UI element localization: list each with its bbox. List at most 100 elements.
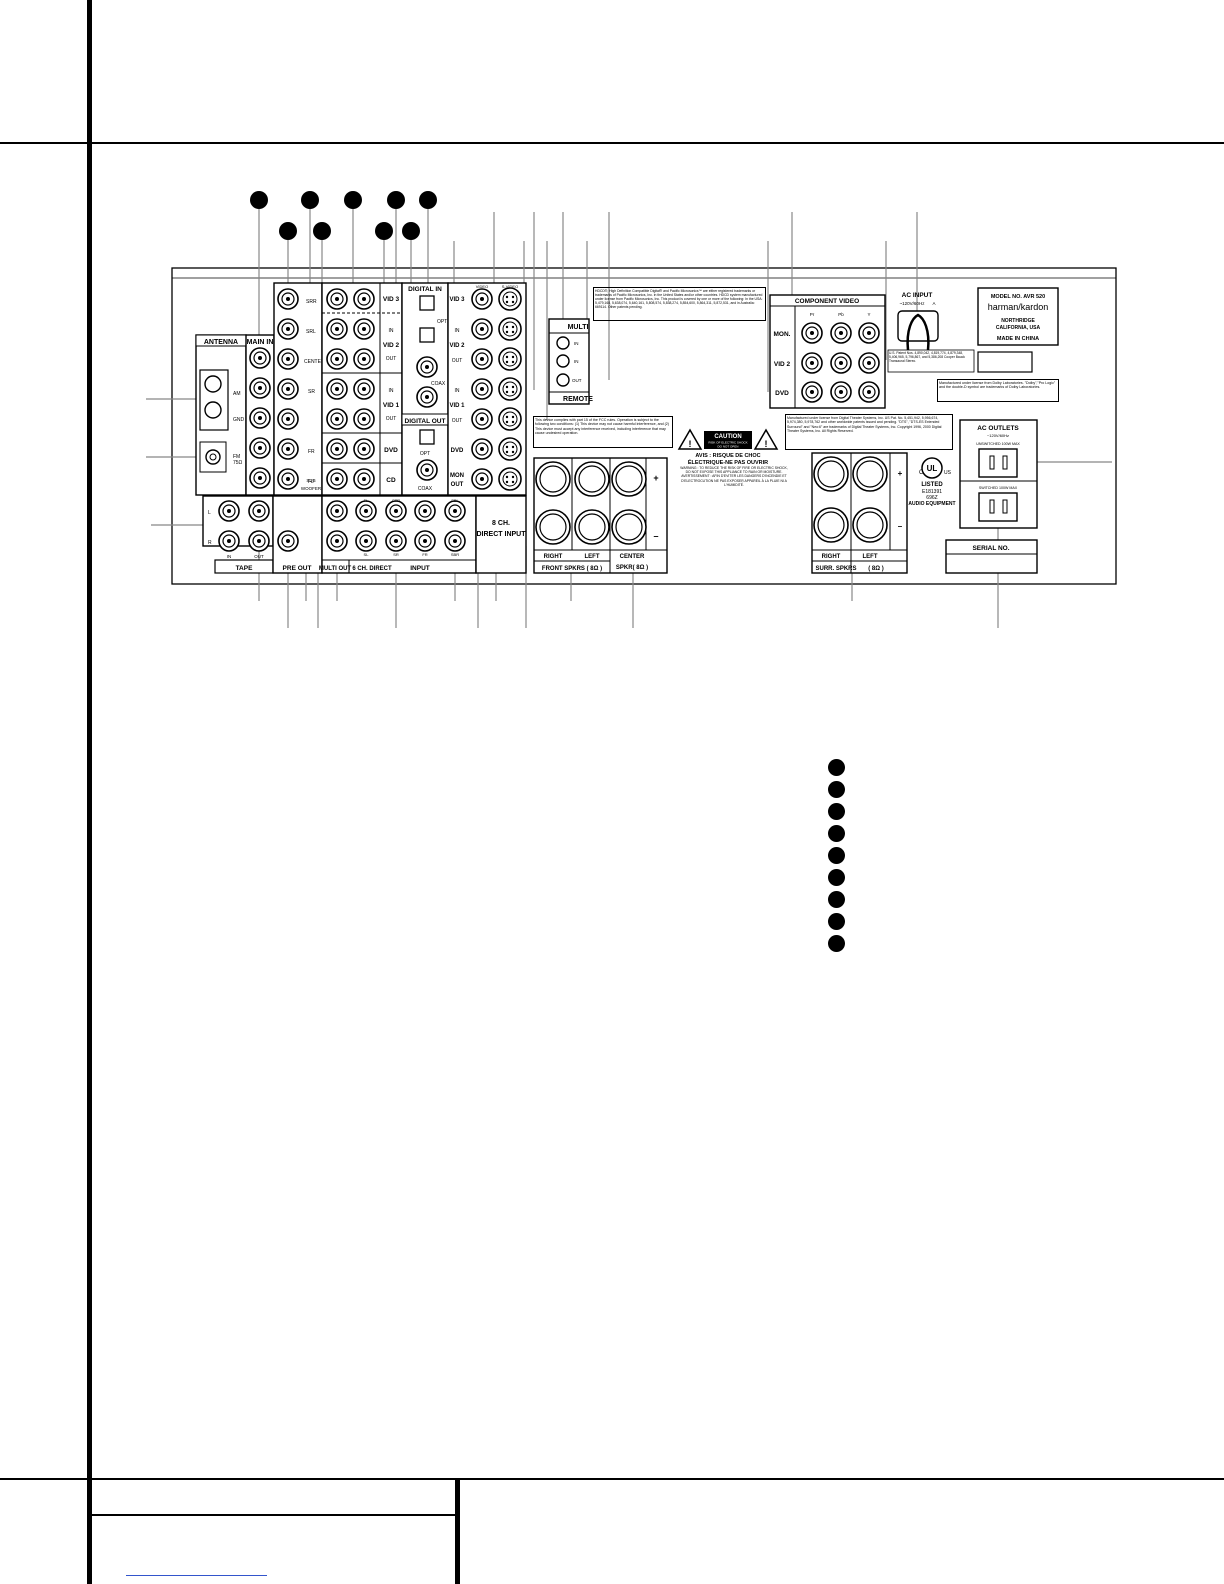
svg-text:CD: CD bbox=[386, 477, 396, 484]
svg-text:DO NOT OPEN: DO NOT OPEN bbox=[718, 445, 739, 449]
gnd-terminal[interactable] bbox=[204, 401, 222, 419]
svg-text:IN: IN bbox=[227, 554, 232, 559]
svg-text:DIRECT INPUT: DIRECT INPUT bbox=[477, 531, 527, 538]
svg-text:RIGHT: RIGHT bbox=[544, 554, 563, 560]
svg-text:LEFT: LEFT bbox=[585, 554, 600, 560]
svg-text:+: + bbox=[653, 473, 658, 483]
svg-text:IN: IN bbox=[574, 359, 579, 364]
power-cord-icon bbox=[906, 313, 930, 351]
svg-text:REMOTE: REMOTE bbox=[563, 396, 593, 403]
svg-text:LEFT: LEFT bbox=[863, 554, 878, 560]
digital-in-opt-1[interactable] bbox=[419, 295, 435, 311]
caution-label: ! ! CAUTION RISK OF ELECTRIC SHOCK DO NO… bbox=[677, 428, 779, 466]
svg-text:VIDEO: VIDEO bbox=[476, 284, 488, 289]
svg-text:DVD: DVD bbox=[451, 448, 464, 454]
bottom-rule bbox=[0, 1478, 1224, 1480]
svg-text:SR: SR bbox=[393, 552, 399, 557]
svg-text:AC INPUT: AC INPUT bbox=[902, 292, 933, 299]
audio-input-grid: VID 3 IN VID 2 OUT IN VID 1 OUT DVD CD bbox=[321, 282, 403, 496]
svg-text:+: + bbox=[898, 469, 903, 478]
svg-text:MON.: MON. bbox=[774, 331, 791, 338]
svg-text:DVD: DVD bbox=[384, 447, 398, 454]
svg-text:SBL: SBL bbox=[451, 498, 459, 503]
svg-text:SRR: SRR bbox=[306, 299, 317, 305]
svg-text:CAUTION: CAUTION bbox=[714, 434, 741, 440]
svg-text:INPUT: INPUT bbox=[410, 565, 430, 572]
svg-text:RIGHT: RIGHT bbox=[822, 554, 841, 560]
svg-text:–: – bbox=[898, 522, 903, 531]
svg-text:OUT: OUT bbox=[451, 482, 464, 488]
legend-marker bbox=[828, 803, 845, 820]
ac-outlets-section: AC OUTLETS ~120V/60Hz UNSWITCHED 100W MA… bbox=[959, 419, 1038, 529]
svg-text:IN: IN bbox=[389, 388, 394, 394]
svg-text:COAX: COAX bbox=[418, 486, 433, 492]
digital-out-opt[interactable] bbox=[419, 429, 435, 445]
ac-input-section: AC INPUT ~120V/60Hz A bbox=[887, 292, 975, 373]
svg-text:SBR: SBR bbox=[451, 552, 459, 557]
svg-text:~120V/60Hz: ~120V/60Hz bbox=[900, 301, 926, 306]
svg-text:8 CH.: 8 CH. bbox=[492, 520, 510, 527]
svg-text:FM: FM bbox=[233, 454, 240, 460]
svg-text:DIGITAL IN: DIGITAL IN bbox=[408, 286, 442, 293]
svg-text:MULTI: MULTI bbox=[568, 324, 589, 331]
legend-marker bbox=[828, 759, 845, 776]
svg-text:C: C bbox=[919, 470, 924, 476]
legend-marker bbox=[828, 847, 845, 864]
remote-in-jack[interactable] bbox=[556, 354, 570, 368]
svg-text:FL: FL bbox=[364, 498, 369, 503]
svg-text:OUT: OUT bbox=[452, 418, 463, 424]
hdcd-notice: HDCD®, High Definition Compatible Digita… bbox=[593, 287, 766, 321]
svg-text:!: ! bbox=[689, 439, 692, 449]
svg-text:MODEL NO. AVR 520: MODEL NO. AVR 520 bbox=[991, 294, 1045, 300]
svg-text:S-VIDEO: S-VIDEO bbox=[502, 284, 518, 289]
antenna-section: ANTENNA AM GND FM 75Ω bbox=[195, 334, 247, 496]
svg-text:OPT: OPT bbox=[437, 319, 447, 325]
fm-antenna-jack[interactable] bbox=[205, 449, 221, 465]
dts-notice: Manufactured under license from Digital … bbox=[785, 414, 953, 450]
svg-text:SL: SL bbox=[364, 552, 370, 557]
svg-text:DIGITAL OUT: DIGITAL OUT bbox=[405, 418, 446, 425]
svg-text:WOOFER: WOOFER bbox=[301, 486, 322, 491]
svg-text:Pr: Pr bbox=[810, 312, 815, 317]
svg-text:L: L bbox=[208, 510, 211, 516]
svg-text:SERIAL NO.: SERIAL NO. bbox=[972, 545, 1009, 552]
component-video-section: COMPONENT VIDEO Pr Pb Y MON. VID 2 DVD bbox=[769, 294, 886, 409]
digital-in-opt-2[interactable] bbox=[419, 327, 435, 343]
svg-text:IN: IN bbox=[389, 328, 394, 334]
multi-in-jack[interactable] bbox=[556, 336, 570, 350]
ul-listed-mark: UL C US LISTED E181391 696Z AUDIO EQUIPM… bbox=[908, 457, 956, 507]
svg-text:Pb: Pb bbox=[838, 312, 844, 317]
svg-text:VID 3: VID 3 bbox=[449, 297, 465, 303]
fcc-notice: This device complies with part 15 of the… bbox=[533, 416, 673, 448]
svg-text:SPKR( 8Ω ): SPKR( 8Ω ) bbox=[616, 565, 648, 571]
video-io-section: VIDEO S-VIDEO VID 3 IN VID 2 OUT IN VID … bbox=[447, 282, 527, 496]
legend-marker bbox=[828, 869, 845, 886]
footer-column-divider bbox=[455, 1478, 460, 1584]
svg-text:VID 1: VID 1 bbox=[449, 403, 465, 409]
model-label: MODEL NO. AVR 520 harman/kardon NORTHRID… bbox=[977, 287, 1059, 373]
svg-text:( 8Ω ): ( 8Ω ) bbox=[868, 566, 883, 572]
switched-outlet[interactable] bbox=[978, 492, 1018, 522]
unswitched-outlet[interactable] bbox=[978, 448, 1018, 478]
svg-text:AUDIO EQUIPMENT: AUDIO EQUIPMENT bbox=[908, 501, 955, 507]
svg-text:COMPONENT VIDEO: COMPONENT VIDEO bbox=[795, 298, 859, 305]
legend-marker bbox=[828, 891, 845, 908]
am-terminal[interactable] bbox=[204, 375, 222, 393]
svg-text:NORTHRIDGE: NORTHRIDGE bbox=[1001, 318, 1035, 324]
svg-text:VID 3: VID 3 bbox=[383, 296, 400, 303]
legend-marker bbox=[828, 935, 845, 952]
footer-link-underline[interactable] bbox=[126, 1575, 267, 1576]
svg-text:MADE IN CHINA: MADE IN CHINA bbox=[997, 336, 1039, 342]
svg-text:R: R bbox=[208, 540, 212, 546]
svg-text:6 CH. DIRECT: 6 CH. DIRECT bbox=[352, 566, 392, 572]
svg-text:OPT: OPT bbox=[420, 451, 430, 457]
patent-notice: U.S. Patent Nos. 4,890,042, 4,819,774, 4… bbox=[889, 351, 965, 363]
svg-text:A: A bbox=[932, 301, 935, 306]
svg-text:CENTER: CENTER bbox=[304, 359, 325, 365]
svg-text:FRONT SPKRS ( 8Ω ): FRONT SPKRS ( 8Ω ) bbox=[542, 566, 602, 572]
surround-speaker-terminals: + – RIGHT LEFT SURR. SPKRS ( 8Ω ) bbox=[811, 452, 908, 574]
footer-inner-rule bbox=[92, 1514, 455, 1516]
svg-text:IN: IN bbox=[455, 328, 460, 334]
svg-text:OUT: OUT bbox=[386, 416, 397, 422]
remote-out-jack[interactable] bbox=[556, 373, 570, 387]
